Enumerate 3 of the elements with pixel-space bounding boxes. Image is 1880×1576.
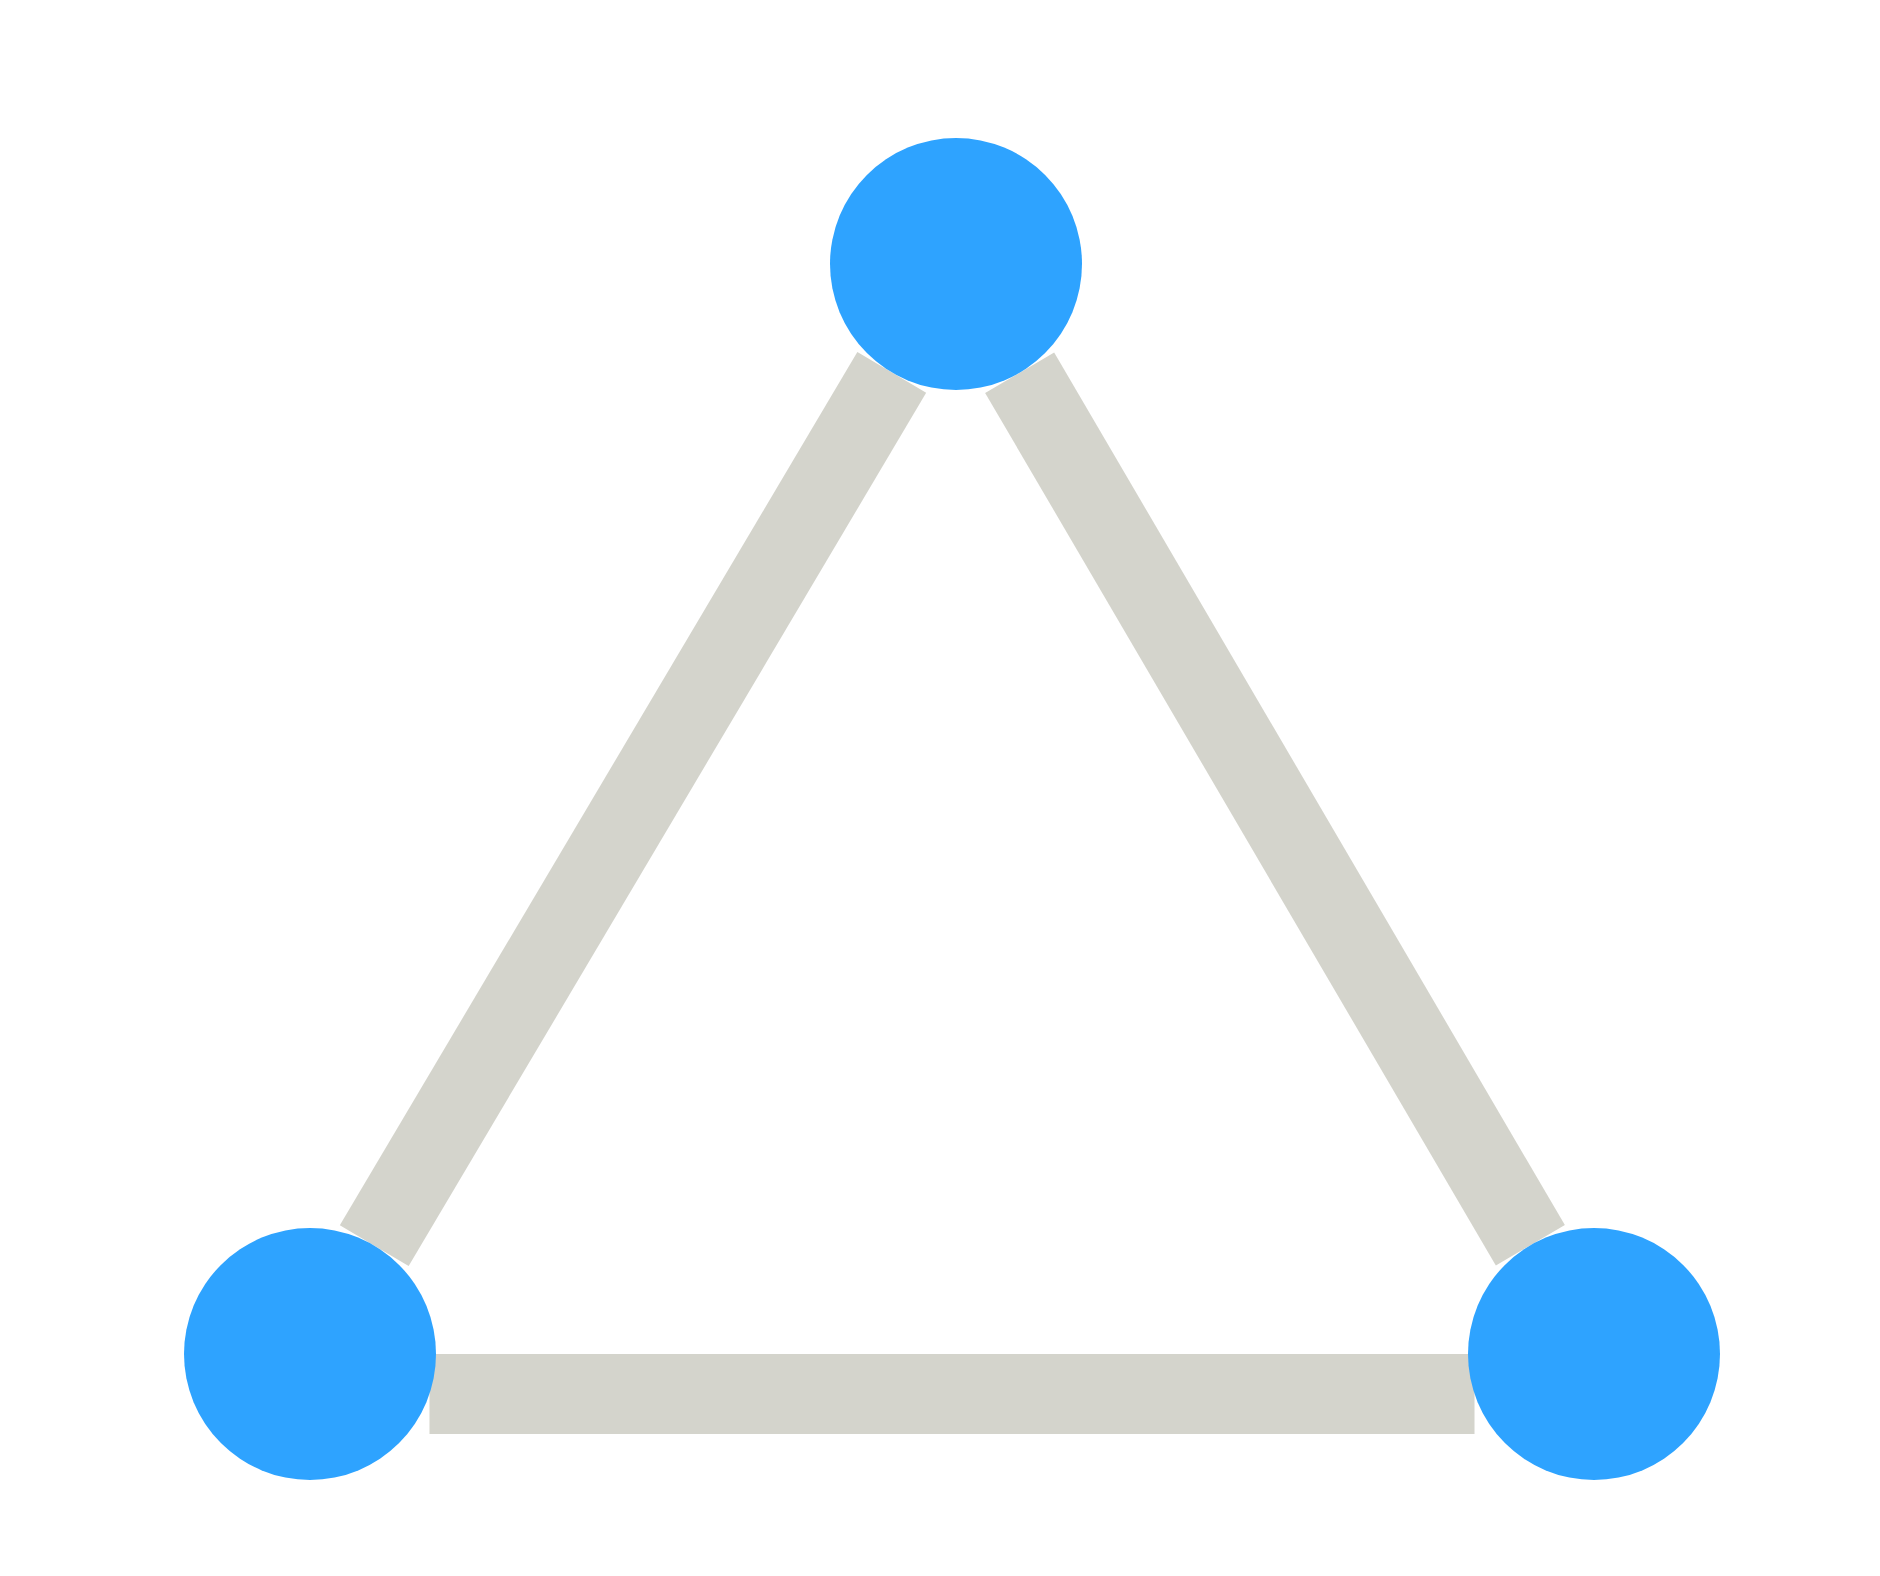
connector-line bbox=[429, 1354, 1475, 1434]
connector-line bbox=[985, 352, 1565, 1266]
connector-line bbox=[339, 352, 927, 1266]
